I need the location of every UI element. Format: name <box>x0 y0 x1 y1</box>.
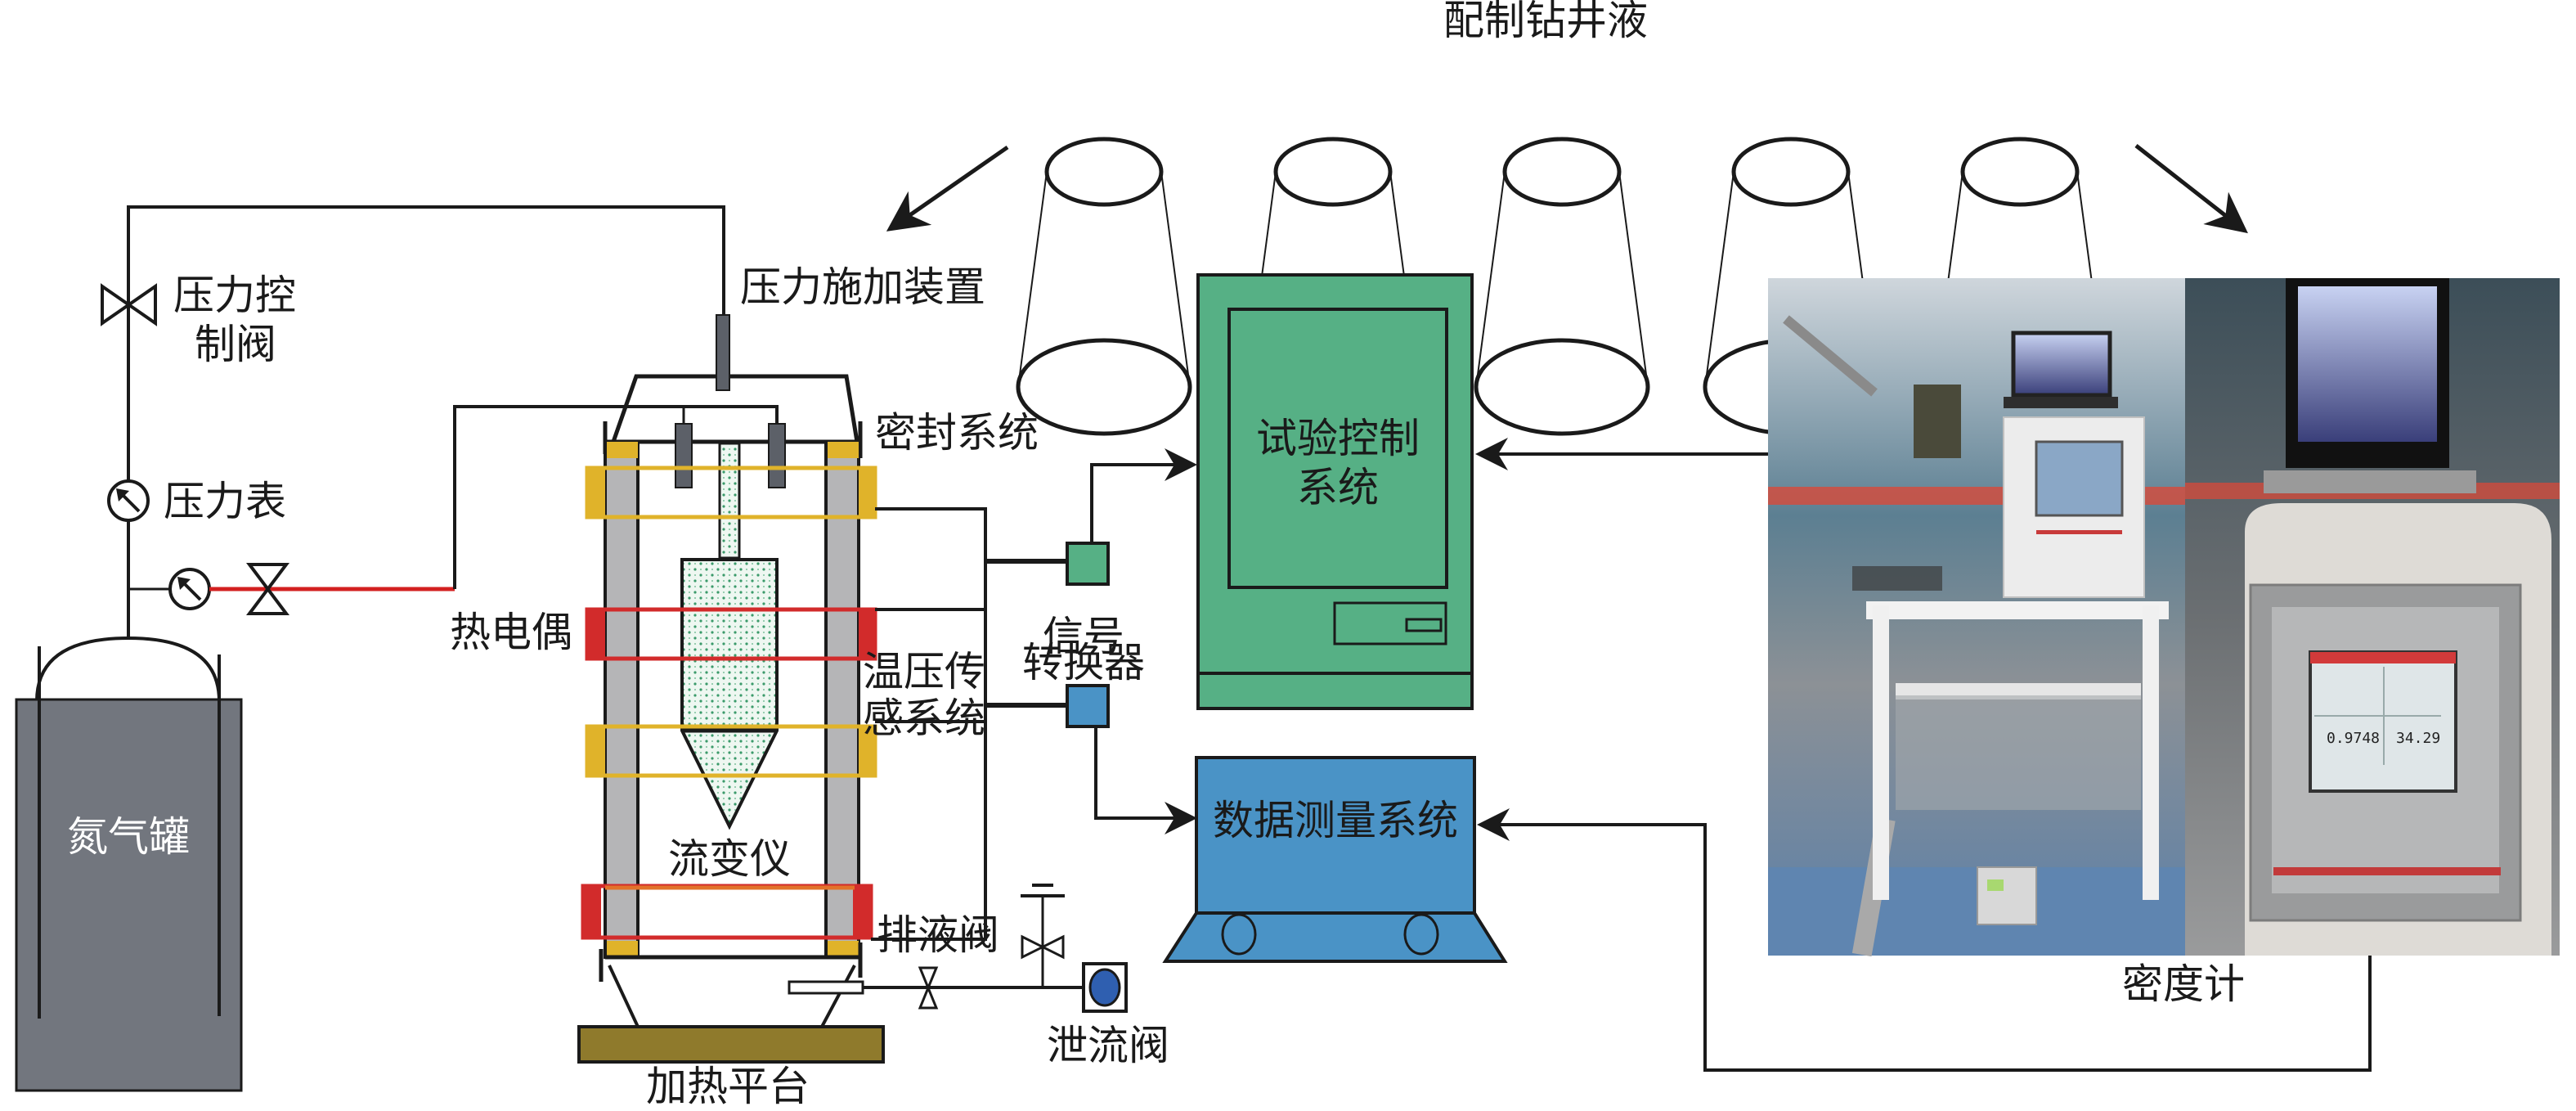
arrow-to-density-meter <box>2134 144 2248 234</box>
label-pressure-applicator: 压力施加装置 <box>740 263 985 311</box>
label-pressure-gauge: 压力表 <box>164 478 286 525</box>
gas-line-to-reactor <box>453 405 779 589</box>
seal-pad-top-right <box>828 442 859 458</box>
label-test-control-2: 系统 <box>1297 464 1379 511</box>
label-signal-converter-2b: 转换器 <box>1022 639 1145 686</box>
pressure-line-top <box>127 205 725 638</box>
label-drain-valve: 排液阀 <box>877 911 999 959</box>
gas-inlet-valve-icon <box>246 563 289 615</box>
label-signal-converter-1: 信号 <box>1043 613 1124 660</box>
seal-pad-bottom-left <box>607 941 638 957</box>
label-rheometer: 流变仪 <box>668 835 791 883</box>
control-screen <box>1227 308 1448 589</box>
label-nitrogen-tank: 氮气罐 <box>67 813 190 861</box>
pressure-gauge-2-icon <box>168 568 211 610</box>
arrow-to-reactor <box>886 145 1009 232</box>
thermo-probe-left <box>675 423 693 488</box>
seal-pad-bottom-right <box>828 941 859 957</box>
test-control-system: 试验控制 系统 <box>1196 273 1474 710</box>
density-meter-readout-temp: 34.29 <box>2396 730 2440 747</box>
density-meter-photo: 0.9748 34.29 <box>1768 278 2560 957</box>
arrow-density-to-data <box>1477 808 2372 1072</box>
label-heating-platform: 加热平台 <box>646 1063 810 1110</box>
title-prepare-drilling-fluid: 配制钻井液 <box>1443 0 1648 44</box>
sensor-wiring <box>871 507 1067 941</box>
drain-valve-icon <box>918 966 939 1010</box>
label-thermocouple: 热电偶 <box>450 609 572 656</box>
laptop-button-left <box>1221 913 1257 956</box>
drain-port <box>788 980 864 995</box>
label-data-measurement: 数据测量系统 <box>1213 797 1458 844</box>
arrow-to-control-system <box>1090 448 1197 543</box>
sensor-bands <box>581 466 877 940</box>
label-pressure-control-valve-2: 制阀 <box>195 321 276 368</box>
rheometer-shaft <box>718 442 741 560</box>
seal-pad-top-left <box>607 442 638 458</box>
arrow-to-data-system <box>1094 726 1197 834</box>
rheometer-touchscreen <box>2035 440 2124 517</box>
relief-valve-icon <box>1088 968 1121 1007</box>
label-temp-pressure-sensor-1: 温压传 <box>863 648 985 695</box>
thermo-probe-right <box>768 423 786 488</box>
signal-converter-blue <box>1066 684 1110 728</box>
drilling-fluid-cup-1 <box>1016 137 1192 436</box>
control-keyboard <box>1196 672 1474 710</box>
label-relief-valve: 泄流阀 <box>1047 1022 1169 1069</box>
photo-laptop-left <box>2011 331 2112 398</box>
drilling-fluid-cup-3 <box>1474 137 1650 436</box>
label-temp-pressure-sensor-2: 感系统 <box>863 695 985 742</box>
drain-line <box>788 884 1128 1013</box>
rheometer-bob <box>680 558 779 830</box>
pressure-control-valve-icon <box>101 283 157 326</box>
pressure-gauge-icon <box>107 479 150 522</box>
reactor-vessel <box>599 314 863 1028</box>
density-meter-readout-density: 0.9748 <box>2327 730 2380 747</box>
label-test-control-1: 试验控制 <box>1256 415 1420 462</box>
heating-platform <box>577 1025 885 1064</box>
signal-converter-green <box>1066 542 1110 586</box>
label-density-meter: 密度计 <box>2122 960 2245 1008</box>
vent-valve-icon <box>1021 934 1065 960</box>
pressure-applicator-rod <box>716 314 730 391</box>
label-seal-system: 密封系统 <box>875 409 1039 457</box>
data-measurement-system: 数据测量系统 <box>1162 756 1508 963</box>
label-pressure-control-valve-1: 压力控 <box>173 272 296 319</box>
nitrogen-tank: 氮气罐 <box>15 636 243 1092</box>
laptop-button-right <box>1403 913 1439 956</box>
